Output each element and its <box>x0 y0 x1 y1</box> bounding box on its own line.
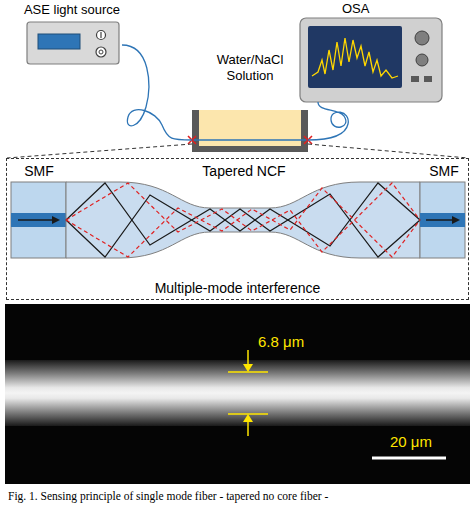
fiber <box>192 139 308 140</box>
device-knob <box>96 47 106 57</box>
osa-screen <box>308 26 402 88</box>
device-body <box>300 18 442 102</box>
device-button <box>424 76 432 82</box>
fiber-section: SMF <box>421 163 467 259</box>
zoom-line <box>308 144 468 158</box>
device-display <box>38 34 80 49</box>
node-label: Tapered NCF <box>67 163 421 179</box>
smf-cladding <box>11 182 66 258</box>
figure-caption: Fig. 1. Sensing principle of single mode… <box>8 490 328 502</box>
device-knob <box>97 31 106 40</box>
fiber-section: SMF <box>11 163 67 259</box>
smf-core <box>11 213 66 227</box>
node-label: ASE light source <box>22 2 122 17</box>
ray-path <box>66 194 420 257</box>
ray-path <box>66 188 420 257</box>
fiber-structure <box>11 182 465 258</box>
node-label: Multiple-mode interference <box>7 280 468 296</box>
arrow-head <box>452 216 460 224</box>
device-box: OSA <box>298 0 443 102</box>
zoom-box: Multiple-mode interference SMFTapered NCF… <box>6 158 469 300</box>
light-arrow <box>426 219 454 221</box>
scale-bar <box>372 457 446 460</box>
fiber-connector <box>122 45 192 140</box>
tapered-ncf <box>66 182 420 258</box>
ray-path <box>66 183 420 252</box>
ray-path <box>66 183 420 246</box>
ase-device <box>27 22 119 64</box>
switch-mark <box>100 32 101 38</box>
osa-device <box>300 18 442 102</box>
fiber-connector <box>308 102 348 140</box>
solution-tray <box>188 110 312 152</box>
arrow-head <box>243 414 253 422</box>
fiber-image <box>5 360 470 426</box>
micrograph-background <box>5 304 470 484</box>
node-label: OSA <box>342 1 369 16</box>
dimension-arrow <box>247 350 249 366</box>
container-box: Water/NaCl Solution <box>192 52 308 152</box>
node-label: SMF <box>11 163 67 179</box>
zoom-line <box>7 144 192 158</box>
device-knob <box>415 31 429 45</box>
micrograph <box>5 304 470 484</box>
light-arrow <box>18 219 54 221</box>
fiber-section: Tapered NCF <box>67 163 421 259</box>
device-body <box>27 22 119 64</box>
device-button <box>411 76 419 82</box>
arrow-head <box>52 216 60 224</box>
smf-core <box>420 213 465 227</box>
dimension-arrow <box>247 420 249 436</box>
dimension-label: 20 μm <box>390 433 432 450</box>
dimension-label: 6.8 μm <box>258 333 304 350</box>
arrow-head <box>243 364 253 372</box>
tray-body <box>192 110 308 152</box>
spectrum-trace <box>312 38 398 78</box>
device-box: ASE light source <box>22 2 122 66</box>
node-label: SMF <box>421 163 467 179</box>
switch-mark <box>99 50 103 54</box>
smf-cladding <box>420 182 465 258</box>
device-knob <box>416 54 428 66</box>
node-label: Water/NaCl Solution <box>205 52 295 84</box>
